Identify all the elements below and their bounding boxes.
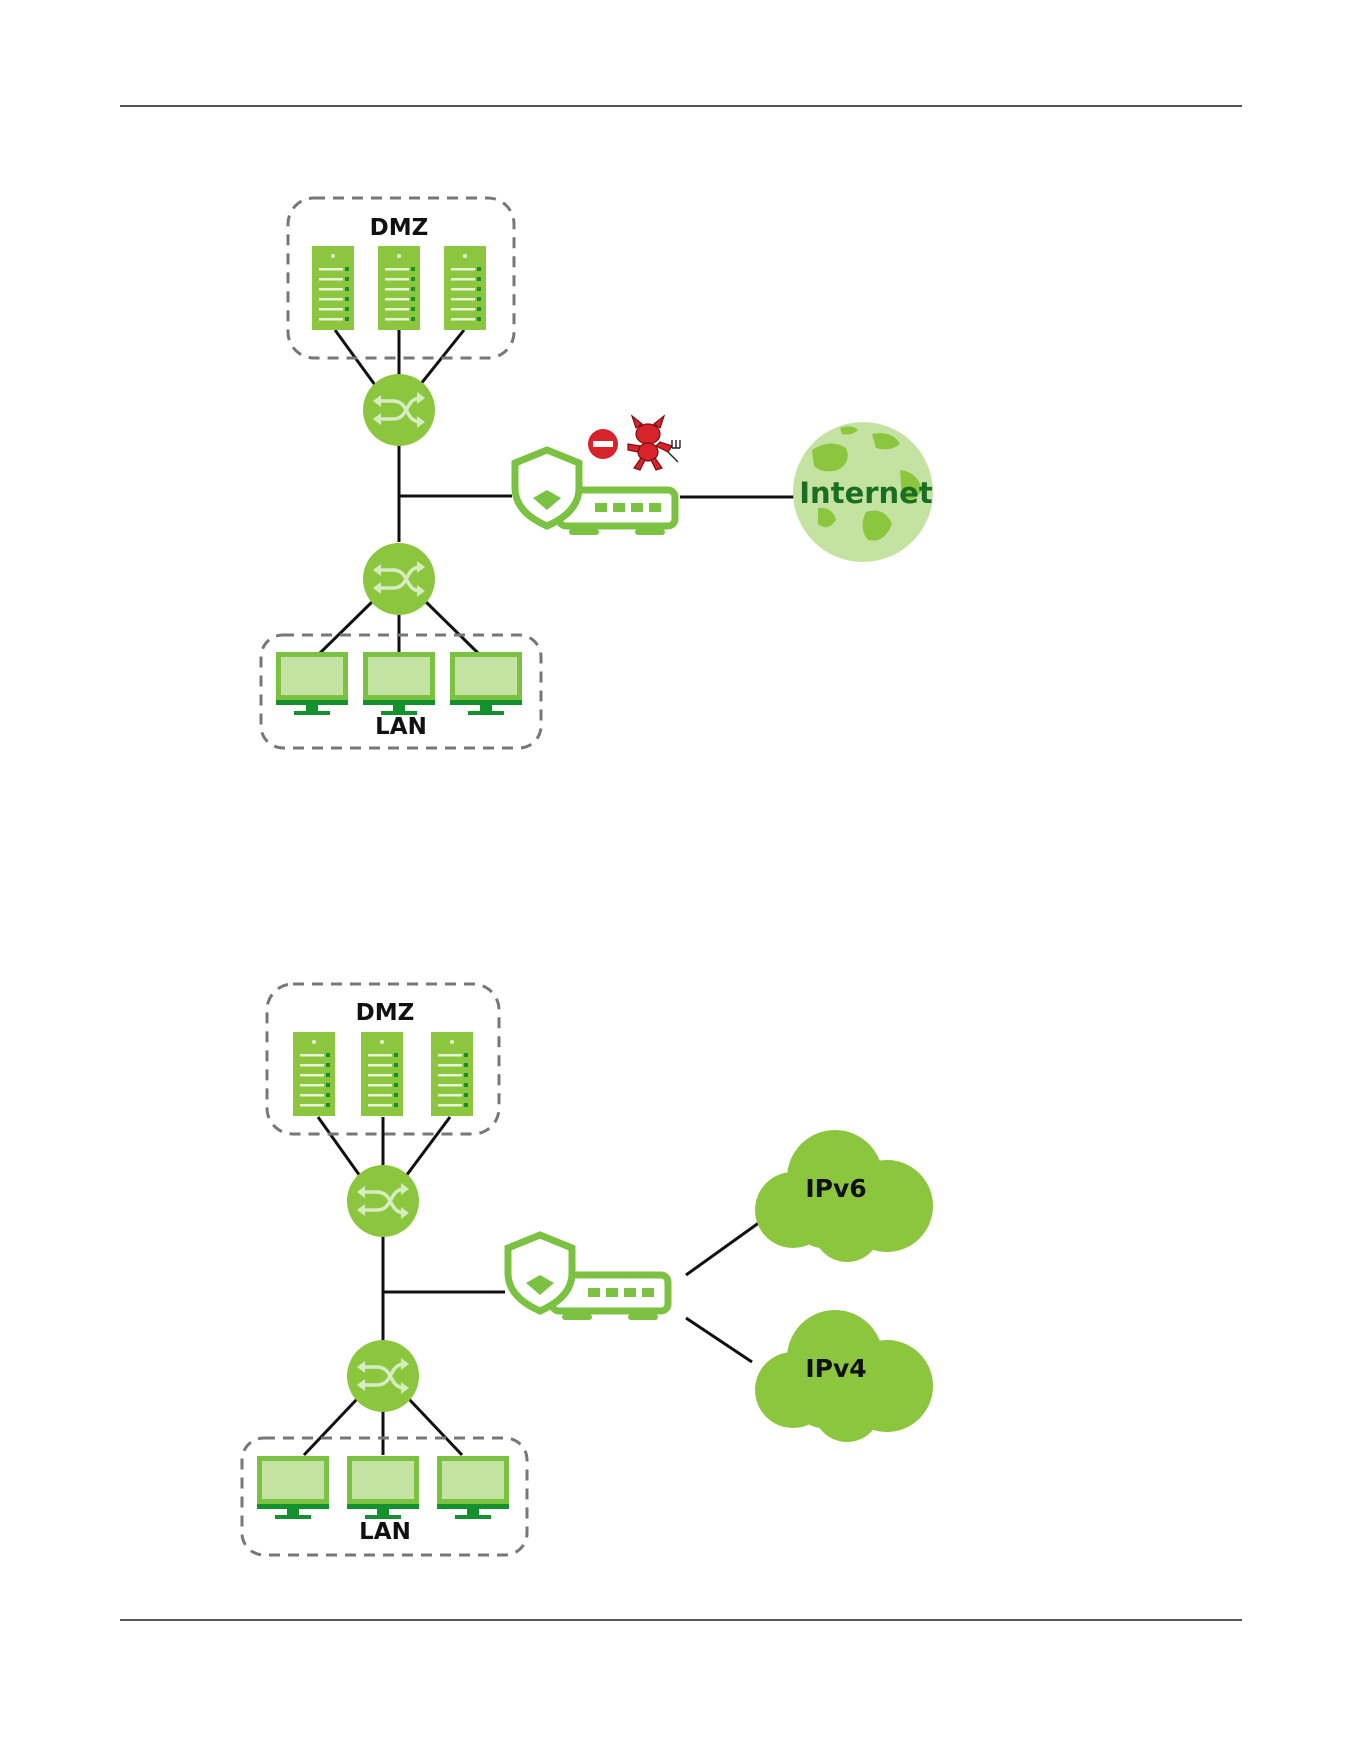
figure-1-dmz-label: DMZ: [370, 215, 429, 241]
computer-icon: [450, 652, 522, 715]
devil-attacker-icon: [628, 416, 680, 470]
computer-icon: [363, 652, 435, 715]
server-icon: [312, 246, 354, 330]
switch-icon: [347, 1165, 419, 1237]
server-icon: [293, 1032, 335, 1116]
computer-icon: [257, 1456, 329, 1519]
figure-1: DMZ: [261, 198, 933, 748]
switch-icon: [363, 543, 435, 615]
switch-icon: [347, 1340, 419, 1412]
figure-1-internet-label: Internet: [799, 476, 933, 510]
figure-2-dmz-label: DMZ: [356, 1000, 415, 1026]
figure-1-lan-label: LAN: [375, 714, 427, 740]
computer-icon: [276, 652, 348, 715]
server-icon: [444, 246, 486, 330]
figure-2-lan-label: LAN: [359, 1519, 411, 1545]
server-icon: [378, 246, 420, 330]
firewall-router-icon: [508, 1235, 668, 1320]
computer-icon: [347, 1456, 419, 1519]
firewall-router-icon: [515, 450, 675, 535]
figure-2: DMZ IPv6 IPv4 LAN: [242, 984, 933, 1555]
blocked-icon: [588, 429, 618, 459]
server-icon: [431, 1032, 473, 1116]
figure-2-ipv4-label: IPv4: [805, 1354, 866, 1383]
computer-icon: [437, 1456, 509, 1519]
figure-2-ipv6-label: IPv6: [805, 1174, 866, 1203]
switch-icon: [363, 374, 435, 446]
server-icon: [361, 1032, 403, 1116]
